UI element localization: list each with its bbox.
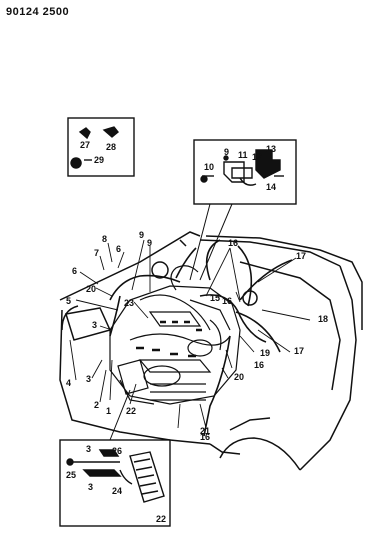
callout-9: 9 [139,230,144,240]
callout-8: 8 [102,234,107,244]
callout-17: 17 [296,251,306,261]
vehicle-body-outline [59,231,363,471]
callout-5: 5 [66,296,71,306]
part-code-header: 90124 2500 [6,6,70,18]
inset-connector-detail [59,439,171,527]
callout-17: 17 [294,346,304,356]
callout-labels: 8 7 6 6 9 9 20 5 23 3 3 4 2 1 22 16 17 1… [66,140,328,524]
callout-15: 15 [210,293,220,303]
leader-lines [69,239,311,429]
engine-assembly [109,265,241,405]
callout-22: 22 [126,406,136,416]
callout-16: 16 [228,238,238,248]
inset-switch-assembly [193,139,297,205]
callout-9: 9 [224,147,229,157]
callout-11: 11 [238,150,248,160]
callout-3: 3 [92,320,97,330]
callout-24: 24 [112,486,122,496]
inset-small-parts [67,117,135,177]
callout-13: 13 [266,144,276,154]
callout-27: 27 [80,140,90,150]
callout-29: 29 [94,155,104,165]
callout-19: 19 [260,348,270,358]
callout-25: 25 [66,470,76,480]
callout-22: 22 [156,514,166,524]
callout-21: 21 [200,426,210,436]
callout-4: 4 [66,378,71,388]
callout-16: 16 [254,360,264,370]
callout-3: 3 [86,374,91,384]
callout-9: 9 [147,238,152,248]
callout-1: 1 [106,406,111,416]
callout-18: 18 [318,314,328,324]
wiring-harness [109,239,293,437]
callout-2: 2 [94,400,99,410]
callout-28: 28 [106,142,116,152]
callout-7: 7 [94,248,99,258]
callout-16: 16 [222,296,232,306]
callout-6: 6 [72,266,77,276]
callout-20: 20 [86,284,96,294]
callout-14: 14 [266,182,276,192]
callout-16: 16 [200,432,210,442]
callout-26: 26 [112,446,122,456]
callout-20: 20 [234,372,244,382]
callout-12: 12 [252,152,262,162]
callout-10: 10 [204,162,214,172]
callout-6: 6 [116,244,121,254]
callout-3: 3 [88,482,93,492]
callout-3: 3 [86,444,91,454]
callout-23: 23 [124,298,134,308]
